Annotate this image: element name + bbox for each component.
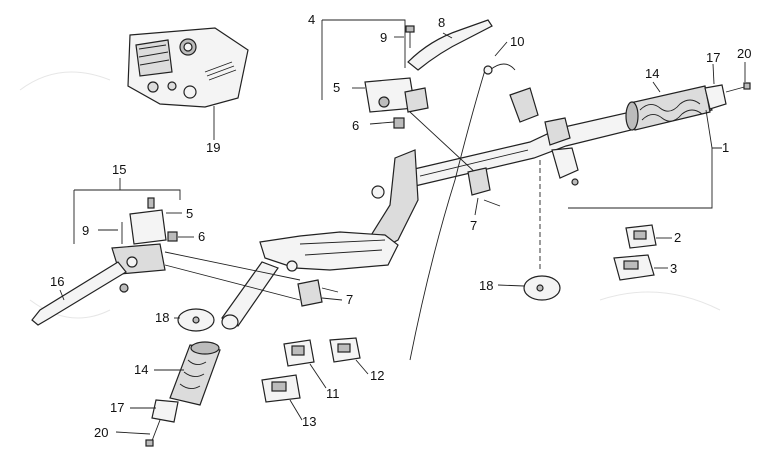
callout-12: 12 [370,368,384,383]
callout-7-upper: 7 [470,218,477,233]
callout-20-right: 20 [737,46,751,61]
part-8-upper-lever [407,19,493,71]
callout-19: 19 [206,140,220,155]
part-19-reservoir-inset [127,27,249,108]
part-6-upper-cap [393,117,405,129]
callout-17-left: 17 [110,400,124,415]
leader-lines [59,19,746,435]
callout-5-upper: 5 [333,80,340,95]
right-switch-housing [509,87,579,186]
callout-3: 3 [670,261,677,276]
part-20-left-bolt [145,419,161,447]
callout-10: 10 [510,34,524,49]
callout-9-left: 9 [82,223,89,238]
part-5-master-cylinder-left [129,197,167,245]
callout-13: 13 [302,414,316,429]
left-tie-lines [164,251,301,301]
callout-8: 8 [438,15,445,30]
callout-1: 1 [722,140,729,155]
part-7-upper-clamp [409,111,501,207]
part-9-upper-screw [405,25,415,48]
part-5-master-cylinder-upper [364,77,429,113]
callout-15: 15 [112,162,126,177]
callout-5-left: 5 [186,206,193,221]
background-ghost-lines [19,71,721,319]
callout-6-left: 6 [198,229,205,244]
callout-18-right: 18 [479,278,493,293]
callout-9-upper: 9 [380,30,387,45]
callout-11: 11 [326,386,340,401]
callout-14-right: 14 [645,66,659,81]
part-17-left-grip-end [151,399,179,423]
part-10-throttle-cable [409,63,516,361]
callout-17-right: 17 [706,50,720,65]
part-11-switch [283,339,315,367]
callout-18-left: 18 [155,310,169,325]
part-6-left-cap [167,231,178,242]
callout-20-left: 20 [94,425,108,440]
part-13-switch [261,374,301,403]
callout-7-left: 7 [346,292,353,307]
callout-2: 2 [674,230,681,245]
callout-16: 16 [50,274,64,289]
callout-labels: 1 2 3 4 5 6 7 8 9 10 14 17 20 18 15 5 6 … [50,12,751,440]
callout-14-left: 14 [134,362,148,377]
part-12-switch [329,337,361,363]
part-1-handlebar [221,94,713,330]
part-14-left-grip [169,341,221,406]
part-18-right-washer [523,275,561,301]
callout-6-upper: 6 [352,118,359,133]
callout-4: 4 [308,12,315,27]
part-14-right-grip [625,85,711,131]
part-3-switch [613,254,655,281]
part-17-right-grip-end [704,84,727,110]
part-18-left-washer [177,308,215,332]
part-20-right-bolt [725,82,751,93]
part-7-left-clamp [297,279,339,307]
part-2-switch [625,224,657,249]
part-16-left-lever [31,261,127,326]
